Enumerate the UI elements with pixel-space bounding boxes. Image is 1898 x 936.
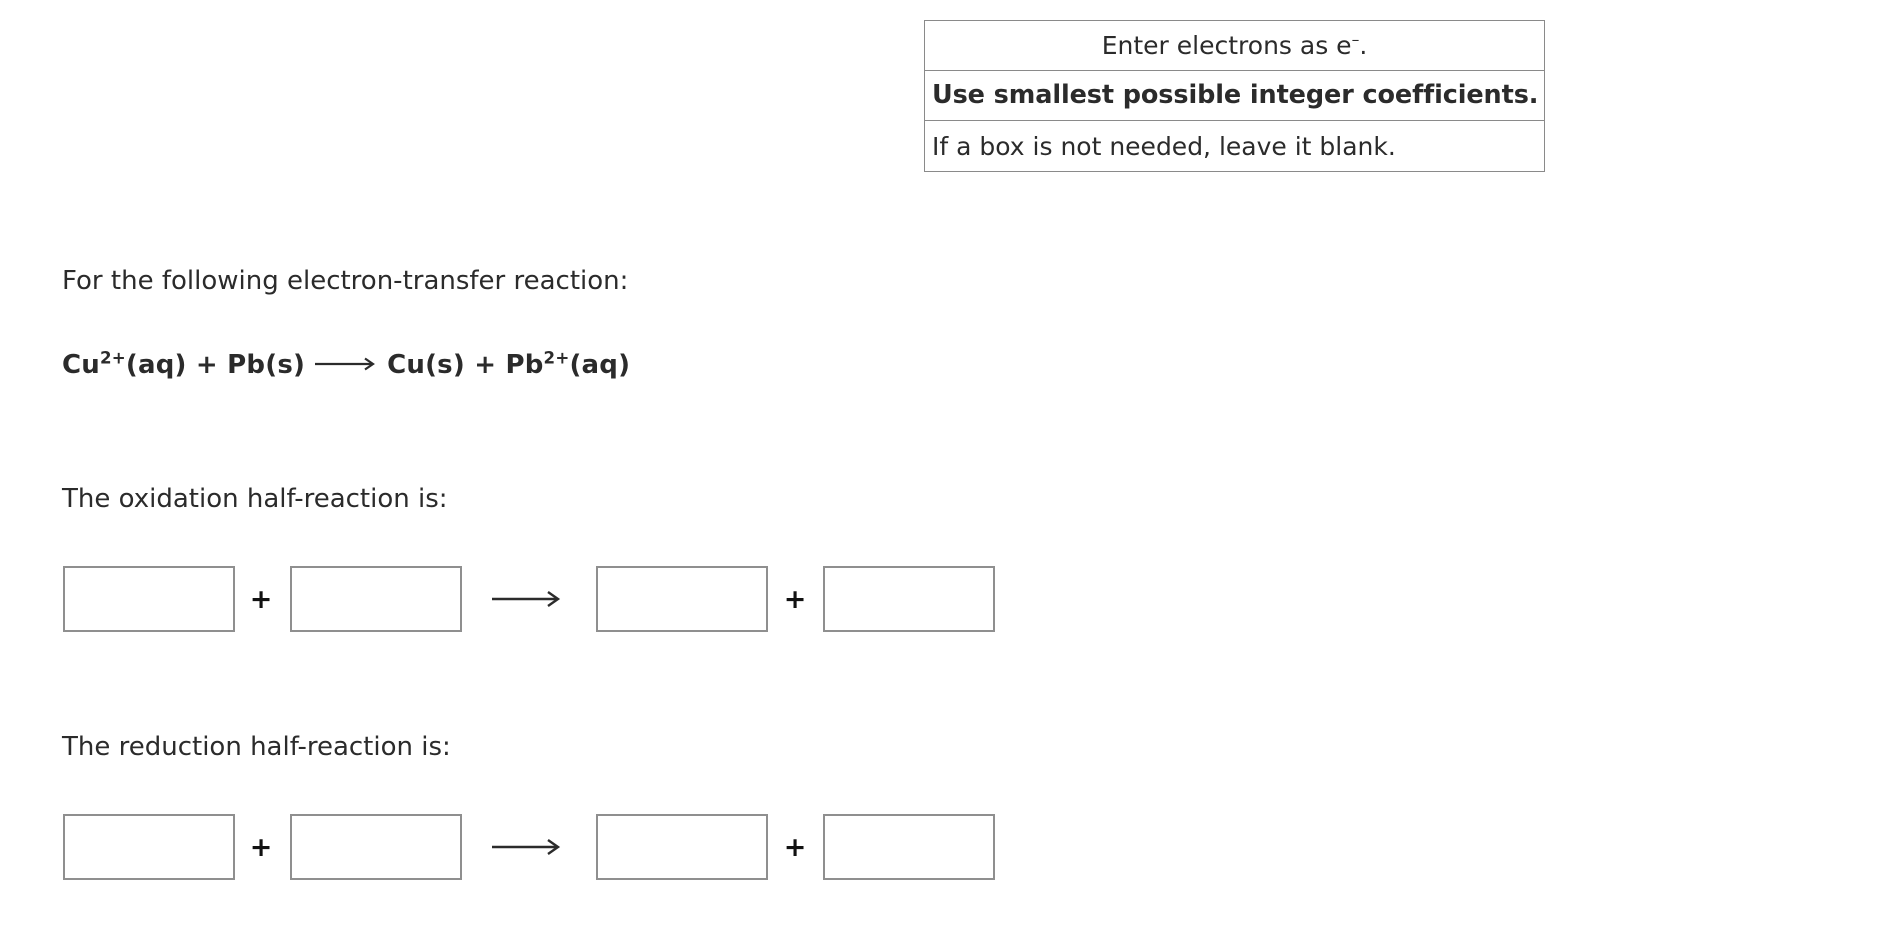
product-1-state: (s): [425, 350, 465, 380]
instruction-blank-box-text: If a box is not needed, leave it blank.: [932, 131, 1396, 161]
reduction-reactant-2-input[interactable]: [290, 814, 462, 880]
instruction-row-blank-box: If a box is not needed, leave it blank.: [925, 121, 1544, 171]
oxidation-product-2-input[interactable]: [823, 566, 995, 632]
reactant-1-charge: 2+: [100, 348, 126, 368]
oxidation-plus-right: +: [783, 583, 807, 615]
reduction-plus-left: +: [249, 831, 273, 863]
reduction-product-1-input[interactable]: [596, 814, 768, 880]
oxidation-plus-left: +: [249, 583, 273, 615]
product-1-symbol: Cu: [387, 350, 426, 380]
product-2-state: (aq): [569, 350, 631, 380]
reactant-2-symbol: Pb: [227, 350, 266, 380]
reduction-half-reaction-label: The reduction half-reaction is:: [62, 732, 451, 762]
reactant-1-state: (aq): [125, 350, 187, 380]
prompt-intro-text: For the following electron-transfer reac…: [62, 266, 629, 296]
instruction-table: Enter electrons as e–. Use smallest poss…: [924, 20, 1545, 172]
reduction-plus-right: +: [783, 831, 807, 863]
instruction-row-coefficients: Use smallest possible integer coefficien…: [925, 71, 1544, 121]
instruction-electrons-text: Enter electrons as e–.: [1101, 30, 1368, 60]
instruction-coefficients-text: Use smallest possible integer coefficien…: [932, 79, 1539, 110]
reactant-2-state: (s): [265, 350, 306, 380]
overall-reaction-equation: Cu2+(aq) + Pb(s)Cu(s) + Pb2+(aq): [62, 350, 631, 380]
oxidation-product-1-input[interactable]: [596, 566, 768, 632]
oxidation-arrow-icon: [492, 566, 564, 632]
superscript-minus-icon: –: [1351, 30, 1360, 49]
instruction-electrons-prefix: Enter electrons as e: [1101, 31, 1352, 60]
reactant-1-symbol: Cu: [62, 350, 100, 380]
instruction-electrons-suffix: .: [1359, 31, 1368, 60]
oxidation-half-reaction-label: The oxidation half-reaction is:: [62, 484, 448, 514]
reduction-arrow-icon: [492, 814, 564, 880]
reaction-arrow-icon: [315, 357, 377, 371]
reduction-reactant-1-input[interactable]: [63, 814, 235, 880]
oxidation-reactant-2-input[interactable]: [290, 566, 462, 632]
product-2-symbol: Pb: [505, 350, 544, 380]
reduction-product-2-input[interactable]: [823, 814, 995, 880]
equation-plus-2: +: [474, 350, 497, 380]
product-2-charge: 2+: [543, 348, 570, 368]
instruction-row-electrons: Enter electrons as e–.: [925, 21, 1544, 71]
equation-plus-1: +: [195, 350, 218, 380]
oxidation-reactant-1-input[interactable]: [63, 566, 235, 632]
